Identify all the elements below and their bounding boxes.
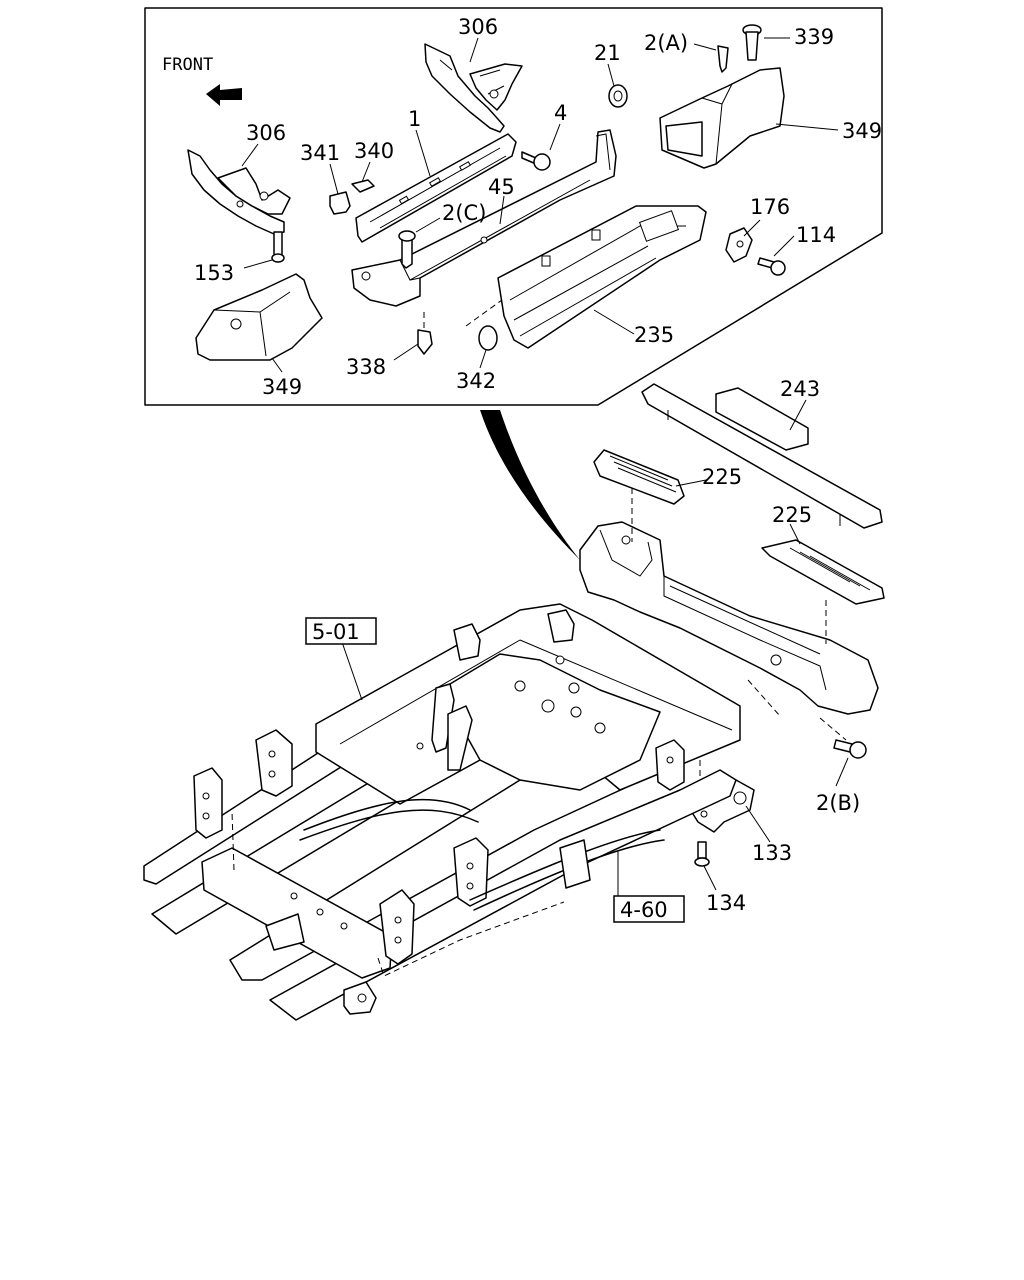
part-235-step — [497, 205, 707, 349]
washer-21 — [608, 84, 628, 108]
callout-306-top: 306 — [458, 15, 498, 39]
part-45-bumper-beam — [351, 129, 617, 307]
callout-225-lower: 225 — [772, 503, 812, 527]
reference-4-60[interactable]: 4-60 — [613, 895, 685, 923]
part-225-step-pad-lower — [761, 539, 885, 605]
callout-2b: 2(B) — [816, 791, 860, 815]
callout-176: 176 — [750, 195, 790, 219]
fastener-338 — [417, 312, 433, 355]
bolt-339 — [742, 24, 762, 61]
callout-2c: 2(C) — [442, 201, 486, 225]
front-direction-indicator: FRONT — [162, 55, 242, 106]
bracket-306-upper — [424, 43, 523, 133]
inset-box — [144, 7, 883, 406]
callout-4: 4 — [554, 101, 567, 125]
part-349-left-corner — [195, 273, 323, 361]
callout-134: 134 — [706, 891, 746, 915]
inset-connector — [480, 410, 580, 560]
callout-243: 243 — [780, 377, 820, 401]
callout-1: 1 — [408, 107, 421, 131]
bolt-2b — [833, 739, 867, 759]
callout-342: 342 — [456, 369, 496, 393]
part-1-reinforcement — [355, 133, 517, 243]
part-225-step-pad-upper — [593, 449, 685, 505]
clip-341 — [329, 191, 351, 215]
tow-hook-133 — [687, 779, 755, 833]
callout-340: 340 — [354, 139, 394, 163]
callout-153: 153 — [194, 261, 234, 285]
part-349-right-corner — [659, 67, 785, 169]
cap-342 — [465, 299, 503, 351]
callout-133: 133 — [752, 841, 792, 865]
callout-2a: 2(A) — [644, 31, 688, 55]
callout-21: 21 — [594, 41, 621, 65]
screw-2a — [717, 45, 729, 73]
ref-4-60-label: 4-60 — [620, 898, 668, 922]
guide-lines — [631, 488, 847, 810]
bracket-306-lower — [187, 149, 291, 235]
front-label: FRONT — [162, 55, 213, 75]
vehicle-frame — [143, 603, 741, 1021]
callout-341: 341 — [300, 141, 340, 165]
ref-5-01-label: 5-01 — [312, 620, 360, 644]
callout-338: 338 — [346, 355, 386, 379]
callout-45: 45 — [488, 175, 515, 199]
front-arrow-icon — [206, 84, 242, 106]
callout-349-right: 349 — [842, 119, 882, 143]
reference-5-01[interactable]: 5-01 — [305, 617, 377, 645]
part-243-brace — [641, 383, 883, 529]
bolt-114 — [757, 257, 786, 276]
bracket-176 — [725, 227, 753, 263]
rear-bumper-assembly — [579, 521, 879, 715]
callout-349-left: 349 — [262, 375, 302, 399]
screw-340 — [351, 179, 375, 193]
callout-306-left: 306 — [246, 121, 286, 145]
bolt-153 — [271, 231, 285, 263]
callout-225-upper: 225 — [702, 465, 742, 489]
bolt-4 — [521, 151, 551, 171]
bolt-2c — [398, 230, 416, 269]
callout-labels: 306 306 21 2(A) 339 1 4 349 341 340 45 2… — [194, 15, 882, 915]
callout-235: 235 — [634, 323, 674, 347]
leader-lines — [241, 37, 849, 896]
callout-114: 114 — [796, 223, 836, 247]
callout-339: 339 — [794, 25, 834, 49]
bolt-134 — [694, 841, 710, 867]
